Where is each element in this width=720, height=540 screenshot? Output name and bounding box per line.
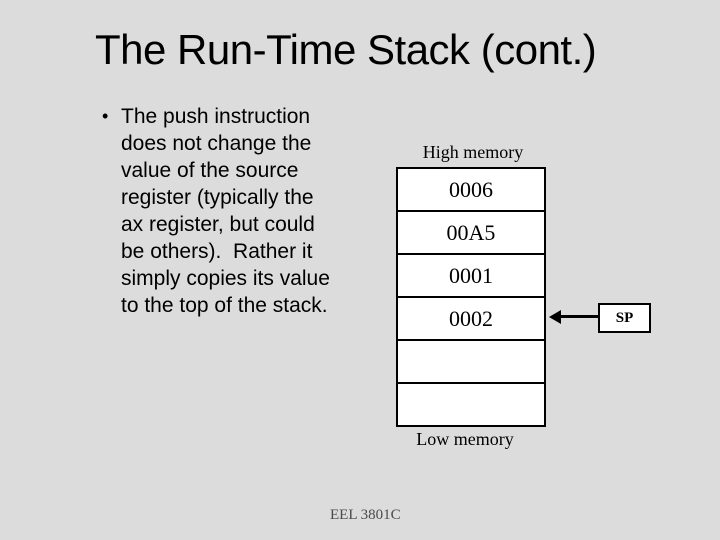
footer-text: EEL 3801C: [330, 507, 401, 523]
bullet-line: ax register, but could: [121, 213, 315, 236]
sp-label: SP: [615, 309, 634, 326]
bullet-marker: •: [102, 106, 109, 126]
stack-diagram: 0006 00A5 0001 0002: [396, 167, 546, 427]
bullet-line: to the top of the stack.: [121, 294, 328, 317]
high-memory-label: High memory: [422, 142, 524, 162]
sp-pointer-box: SP: [598, 303, 651, 333]
stack-cell: 0006: [398, 169, 544, 212]
sp-arrow-head-icon: [549, 310, 561, 324]
stack-cell: 0002: [398, 298, 544, 341]
sp-arrow-line: [559, 315, 598, 318]
stack-cell: [398, 341, 544, 384]
bullet-line: be others). Rather it: [121, 240, 313, 263]
bullet-text: The push instruction does not change the…: [121, 103, 330, 319]
bullet-line: value of the source: [121, 159, 299, 182]
stack-cell: [398, 384, 544, 425]
low-memory-label: Low memory: [416, 429, 514, 449]
bullet-line: The push instruction: [121, 105, 311, 128]
slide-title: The Run-Time Stack (cont.): [95, 26, 597, 73]
bullet-line: simply copies its value: [121, 267, 330, 290]
stack-cell: 0001: [398, 255, 544, 298]
bullet-paragraph: • The push instruction does not change t…: [102, 103, 330, 319]
stack-cell: 00A5: [398, 212, 544, 255]
bullet-line: does not change the: [121, 132, 312, 155]
bullet-line: register (typically the: [121, 186, 314, 209]
